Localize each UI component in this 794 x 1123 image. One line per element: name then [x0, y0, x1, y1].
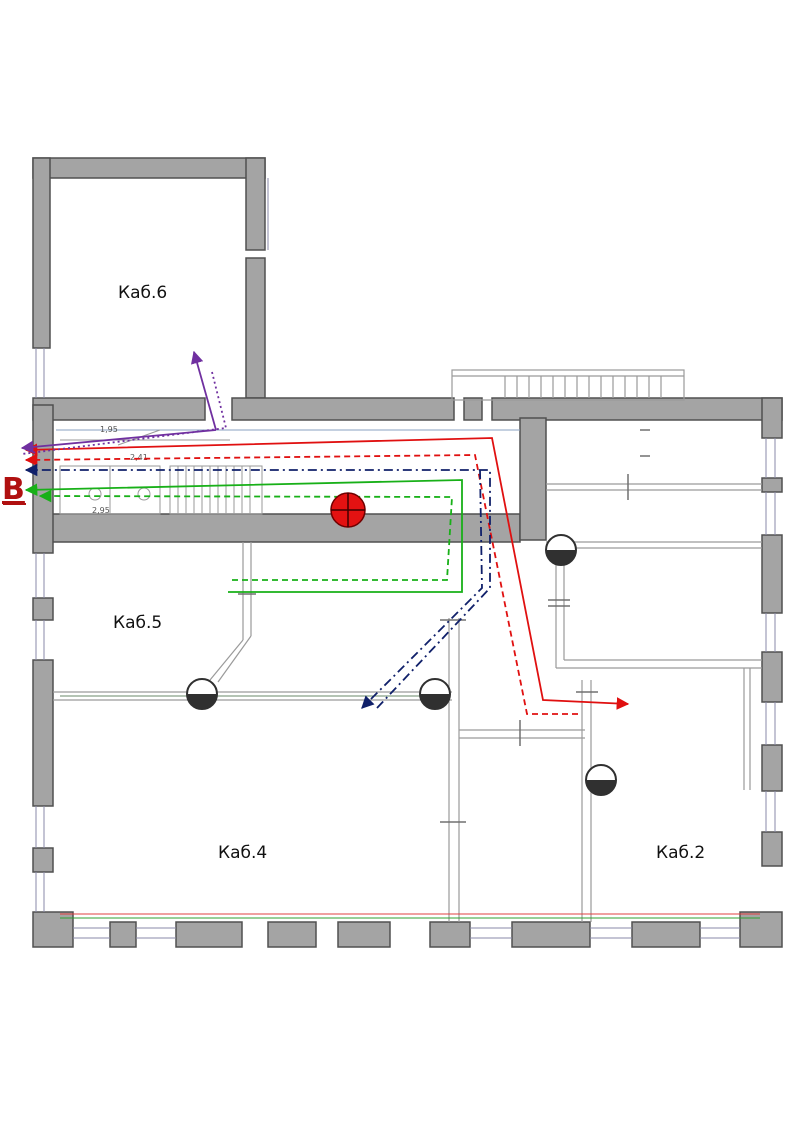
ceiling-lamp-icon: [419, 678, 451, 710]
wall-stair-core: [519, 417, 547, 541]
internal-staircase: [59, 429, 263, 515]
exit-label: В: [2, 472, 25, 507]
external-staircase: [451, 369, 685, 401]
wall-left-4: [32, 847, 54, 873]
wall-kab6-right: [245, 157, 266, 251]
wall-bottom-3: [175, 921, 243, 948]
wall-bottom-9: [739, 911, 783, 948]
wall-right-2: [761, 477, 783, 493]
corridor-mark: 2,41: [130, 453, 148, 462]
wall-left-1: [32, 404, 54, 554]
route-red-dashed: [24, 453, 578, 715]
route-purple-solid: [191, 350, 217, 431]
wall-corridor-top-d: [491, 397, 783, 421]
wall-right-5: [761, 744, 783, 792]
wall-right-3: [761, 534, 783, 614]
wall-corridor-bottom: [51, 513, 521, 543]
route-navy-dashdot: [24, 463, 491, 709]
room-label-kab5: Каб.5: [113, 613, 162, 633]
ceiling-lamp-icon: [585, 764, 617, 796]
evacuation-routes: [20, 350, 630, 715]
route-green-dashed: [38, 489, 453, 581]
wall-kab6-top: [32, 157, 266, 179]
wall-right-6: [761, 831, 783, 867]
wall-kab6-left: [32, 157, 51, 349]
wall-bottom-6: [429, 921, 471, 948]
sink-icon: [137, 487, 151, 501]
wall-bottom-7: [511, 921, 591, 948]
wall-right-1: [761, 397, 783, 439]
wall-bottom-8: [631, 921, 701, 948]
route-green-solid: [24, 479, 463, 593]
route-navy-dashdot: [361, 469, 483, 709]
wall-corridor-top-a: [32, 397, 206, 421]
wall-left-2: [32, 597, 54, 621]
wall-corridor-top-b: [231, 397, 455, 421]
walls: [32, 157, 783, 948]
corridor-mark: 2,95: [92, 506, 110, 515]
room-label-kab4: Каб.4: [218, 843, 267, 863]
room-label-kab6: Каб.6: [118, 283, 167, 303]
wall-bottom-4: [267, 921, 317, 948]
wall-right-4: [761, 651, 783, 703]
corridor-mark: 1,95: [100, 425, 118, 434]
ceiling-lamp-icon: [186, 678, 218, 710]
wall-kab6-right-lower: [245, 257, 266, 399]
wall-corridor-top-c: [463, 397, 483, 421]
route-red-solid: [24, 437, 630, 710]
wall-bottom-1: [32, 911, 74, 948]
ceiling-lamp-icon: [545, 534, 577, 566]
room-label-kab2: Каб.2: [656, 843, 705, 863]
location-marker-icon: [330, 492, 366, 528]
sink-icon: [88, 487, 102, 501]
wall-left-3: [32, 659, 54, 807]
wall-bottom-2: [109, 921, 137, 948]
wall-bottom-5: [337, 921, 391, 948]
